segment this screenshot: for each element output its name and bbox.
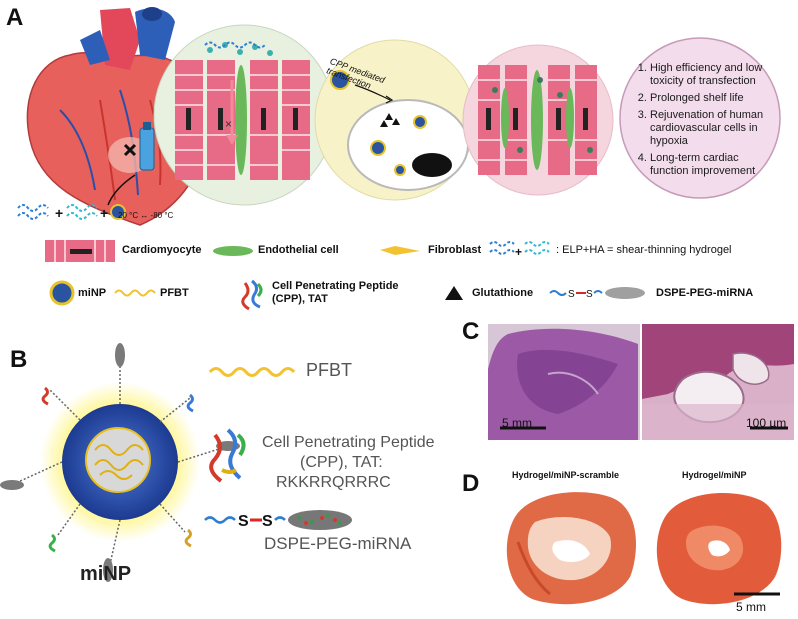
legend-fibroblast-symbol <box>380 246 420 255</box>
legend-endothelial-symbol <box>213 246 253 256</box>
legend-pfbt: PFBT <box>160 287 189 299</box>
legend-glutathione-symbol <box>445 286 463 300</box>
regenerated-tissue <box>478 65 597 175</box>
benefits-circle <box>619 37 781 199</box>
hydrogel-minp-title: Hydrogel/miNP <box>682 470 747 480</box>
svg-text:+: + <box>100 205 108 221</box>
scale-bar-5mm-d: 5 mm <box>736 600 766 614</box>
svg-text:×: × <box>225 117 232 131</box>
temperature-label: 20 °C ↔ -80 °C <box>118 211 174 220</box>
svg-text:S: S <box>238 513 249 530</box>
svg-text:S: S <box>586 289 593 300</box>
scale-bar-100um-c: 100 µm <box>746 416 787 430</box>
cpp-label-line2: (CPP), TAT: <box>300 454 383 471</box>
panel-label-a: A <box>6 4 24 31</box>
svg-text:S: S <box>262 513 273 530</box>
benefit-item: Rejuvenation of human cardiovascular cel… <box>650 109 776 148</box>
pfbt-label: PFBT <box>306 360 353 380</box>
injected-tissue: × <box>175 41 310 180</box>
hydrogel-minp-scramble-title: Hydrogel/miNP-scramble <box>512 470 620 480</box>
minp-label: miNP <box>80 563 132 585</box>
legend-pfbt-symbol <box>114 289 156 297</box>
panel-d-heart-sections <box>506 492 782 605</box>
legend-dspe: DSPE-PEG-miRNA <box>656 287 754 299</box>
benefits-list: High efficiency and low toxicity of tran… <box>634 62 776 182</box>
tat-sequence: RKKRRQRRRC <box>276 474 391 491</box>
cell-transfection <box>330 70 469 191</box>
legend-dspe-symbol: S S <box>549 287 645 300</box>
legend-endothelial: Endothelial cell <box>258 244 339 256</box>
heart-section-scramble <box>506 492 636 605</box>
legend-cpp-symbol <box>241 279 263 311</box>
panel-label-d: D <box>462 470 480 497</box>
svg-text:+: + <box>55 205 63 221</box>
heart-section-treated <box>656 493 782 605</box>
legend-cpp: Cell Penetrating Peptide (CPP), TAT <box>272 280 399 305</box>
benefit-item: Prolonged shelf life <box>650 92 776 105</box>
benefit-item: High efficiency and low toxicity of tran… <box>650 62 776 88</box>
panel-label-b: B <box>10 346 28 373</box>
legend-glutathione: Glutathione <box>472 287 534 299</box>
legend-cardiomyocyte-symbol <box>45 240 115 262</box>
benefit-item: Long-term cardiac function improvement <box>650 152 776 178</box>
dspe-peg-mirna-symbol: S S <box>204 510 352 530</box>
legend-hydrogel-symbol: + <box>489 241 550 259</box>
histology-high-magnification <box>642 324 794 440</box>
legend-hydrogel: : ELP+HA = shear-thinning hydrogel <box>556 244 732 256</box>
pfbt-symbol <box>208 367 296 377</box>
cpp-label-line1: Cell Penetrating Peptide <box>262 434 435 451</box>
legend-cardiomyocyte: Cardiomyocyte <box>122 244 202 256</box>
cpp-structure <box>209 428 246 483</box>
histology-low-magnification <box>488 324 640 440</box>
legend-minp-symbol <box>49 280 75 306</box>
minp-particle <box>0 343 240 582</box>
svg-text:+: + <box>515 245 522 259</box>
scale-bar-5mm-c: 5 mm <box>502 416 532 430</box>
hydrogel-mix-illustration: + + <box>17 204 126 221</box>
panel-b-illustration: S S <box>0 343 352 582</box>
legend-minp: miNP <box>78 287 107 299</box>
legend-fibroblast: Fibroblast <box>428 244 482 256</box>
panel-a-illustration: + + × <box>17 7 781 311</box>
dspe-peg-mirna-label: DSPE-PEG-miRNA <box>264 534 412 553</box>
svg-text:S: S <box>568 289 575 300</box>
panel-label-c: C <box>462 318 480 345</box>
panel-c-histology <box>488 324 794 440</box>
